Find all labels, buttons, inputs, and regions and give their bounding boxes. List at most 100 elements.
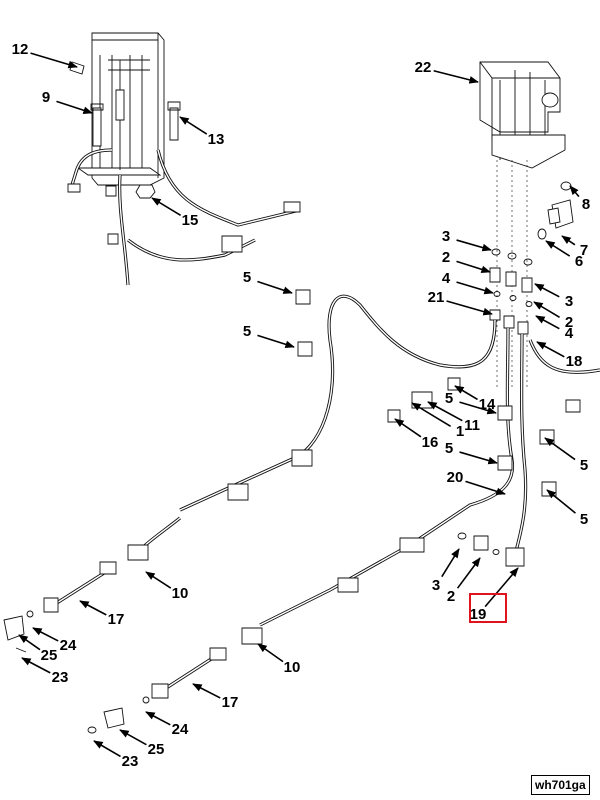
callout-leader-arrow [93, 740, 121, 758]
valve-block-assembly [479, 61, 574, 390]
callout-leader-arrow [446, 300, 493, 316]
callout-leader-arrow [456, 557, 481, 589]
callout-number: 12 [12, 41, 29, 58]
callout-18: 18 [536, 341, 583, 370]
callout-leader-arrow [192, 683, 221, 699]
callout-leader-arrow [151, 197, 182, 216]
callout-leader-arrow [459, 451, 498, 465]
callout-number: 5 [580, 457, 588, 474]
callout-number: 3 [432, 577, 440, 594]
callout-3: 3 [534, 283, 573, 310]
callout-14: 14 [454, 385, 496, 413]
callout-15: 15 [151, 197, 199, 229]
callout-17: 17 [192, 683, 239, 711]
highlighted-callout-box [469, 593, 507, 623]
callout-number: 8 [582, 196, 590, 213]
callout-6: 6 [545, 240, 583, 270]
callout-9: 9 [42, 89, 93, 114]
callout-number: 17 [222, 694, 239, 711]
lower-hose-assemblies [3, 516, 500, 734]
callout-25: 25 [119, 729, 165, 758]
callout-leader-arrow [534, 283, 560, 298]
callout-17: 17 [79, 600, 124, 628]
callout-number: 2 [447, 588, 455, 605]
callout-leader-arrow [456, 260, 491, 274]
callout-leader-arrow [145, 571, 172, 589]
callout-1: 1 [411, 402, 464, 440]
callout-20: 20 [447, 469, 506, 496]
callout-number: 4 [442, 270, 451, 287]
callout-leader-arrow [257, 280, 293, 294]
callout-5: 5 [445, 390, 497, 415]
callout-number: 24 [60, 637, 77, 654]
callout-number: 5 [580, 511, 588, 528]
callout-leader-arrow [569, 185, 580, 198]
callout-number: 11 [464, 417, 480, 434]
callout-leader-arrow [433, 69, 479, 84]
callout-number: 2 [442, 249, 450, 266]
callout-number: 24 [172, 721, 189, 738]
callout-leader-arrow [18, 634, 41, 651]
callout-number: 15 [182, 212, 199, 229]
callout-leader-arrow [441, 548, 460, 578]
callout-number: 13 [208, 131, 225, 148]
callout-leader-arrow [561, 235, 576, 246]
callout-number: 5 [243, 323, 251, 340]
callout-number: 3 [442, 228, 450, 245]
callout-2: 2 [447, 557, 481, 605]
callout-24: 24 [32, 627, 77, 654]
upper-hose-left [105, 149, 301, 286]
callout-leader-arrow [533, 301, 560, 319]
callout-4: 4 [535, 315, 574, 342]
callout-leader-arrow [32, 627, 59, 642]
callout-12: 12 [12, 41, 78, 69]
callout-2: 2 [533, 301, 573, 331]
callout-leader-arrow [484, 567, 519, 608]
callout-number: 5 [445, 390, 453, 407]
callout-number: 5 [243, 269, 251, 286]
callout-number: 25 [41, 647, 58, 664]
callout-number: 23 [52, 669, 69, 686]
callout-leader-arrow [535, 315, 560, 330]
callout-23: 23 [93, 740, 138, 770]
callout-leader-arrow [545, 240, 571, 257]
callout-number: 7 [580, 242, 588, 259]
callout-number: 14 [479, 396, 496, 413]
main-hose-routing [179, 294, 600, 627]
callout-number: 4 [565, 325, 574, 342]
callout-10: 10 [257, 643, 301, 676]
callout-number: 5 [445, 440, 453, 457]
callout-number: 25 [148, 741, 165, 758]
callout-number: 9 [42, 89, 50, 106]
callout-2: 2 [442, 249, 491, 274]
callout-number: 1 [456, 423, 464, 440]
callout-13: 13 [179, 116, 225, 148]
callout-leader-arrow [257, 643, 284, 663]
callout-leader-arrow [257, 334, 295, 349]
callout-leader-arrow [465, 480, 506, 496]
clamps [295, 289, 557, 497]
callout-leader-arrow [546, 489, 576, 514]
callout-4: 4 [442, 270, 494, 295]
callout-22: 22 [415, 59, 479, 84]
callout-number: 10 [172, 585, 189, 602]
callout-leader-arrow [544, 437, 576, 461]
callout-leader-arrow [456, 281, 494, 295]
callout-leader-arrow [394, 418, 422, 438]
callout-number: 19 [470, 606, 487, 623]
callout-leader-arrow [119, 729, 147, 746]
callout-number: 18 [566, 353, 583, 370]
callout-leader-arrow [21, 657, 51, 674]
left-bracket-assembly [67, 32, 181, 199]
callout-5: 5 [243, 269, 293, 294]
callout-leader-arrow [427, 401, 463, 422]
callout-number: 16 [422, 434, 439, 451]
callout-number: 10 [284, 659, 301, 676]
callout-leader-arrow [459, 401, 497, 415]
callout-11: 11 [427, 401, 480, 434]
callout-16: 16 [394, 418, 439, 451]
callout-7: 7 [561, 235, 588, 259]
